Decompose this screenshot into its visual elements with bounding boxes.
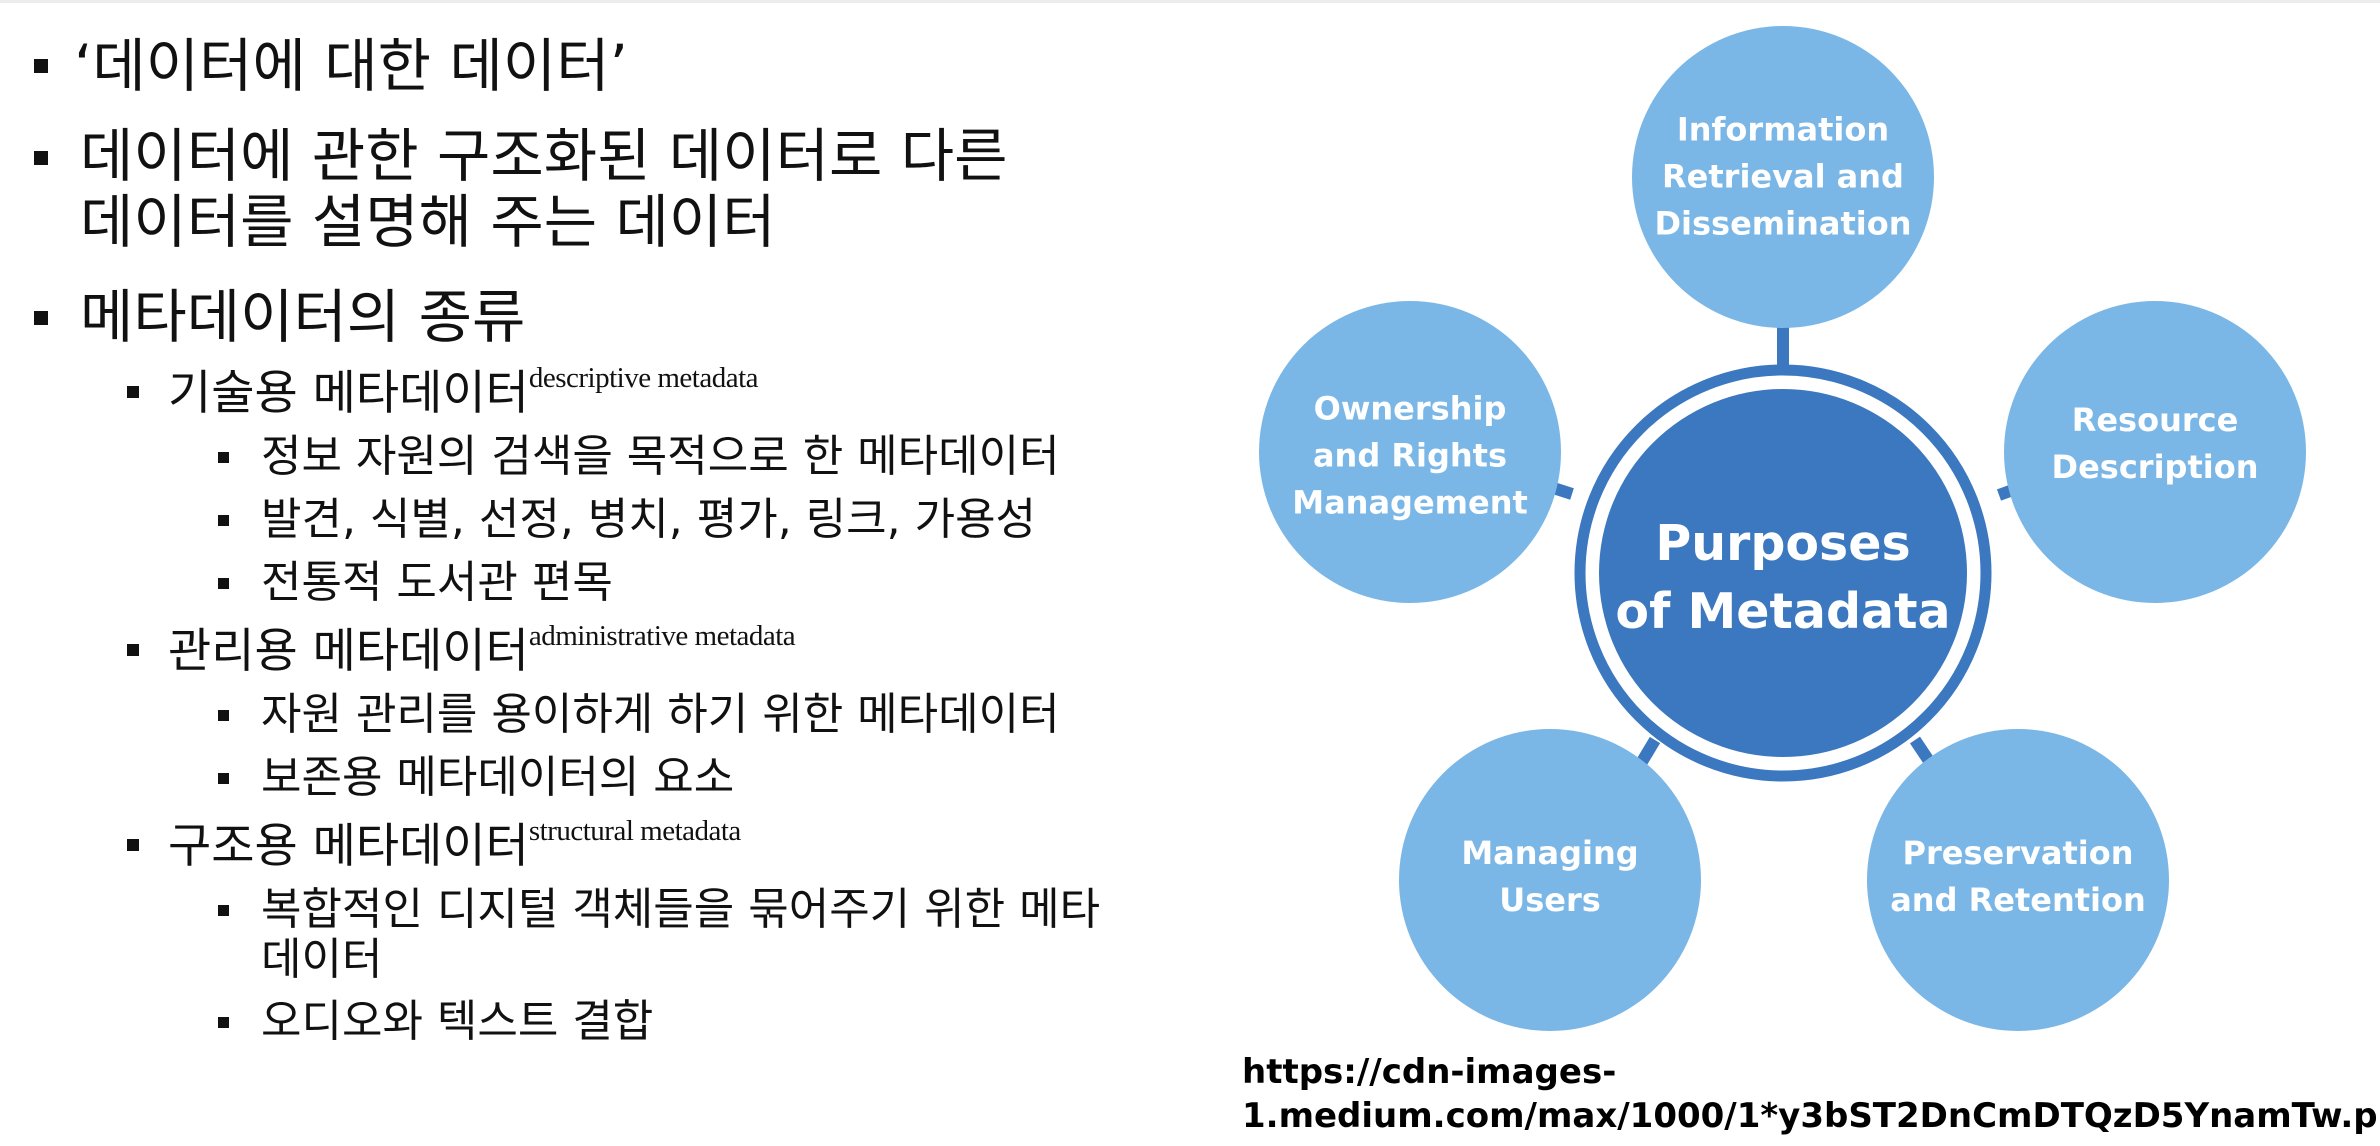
node-circle-top [1632, 26, 1934, 328]
node-label-line: Users [1499, 881, 1601, 919]
structural-item-line2: 데이터 [261, 934, 383, 985]
bullet-marker [218, 515, 229, 526]
node-circle-bottom-right [1867, 729, 2169, 1031]
descriptive-item: 정보 자원의 검색을 목적으로 한 메타데이터 [261, 431, 1060, 482]
node-label-line: Resource [2071, 401, 2239, 439]
node-label-line: Retrieval and [1662, 157, 1904, 196]
node-information-retrieval: Information Retrieval and Dissemination [1654, 107, 1911, 248]
bullet-marker [218, 452, 229, 463]
bullet-marker [218, 905, 229, 916]
descriptive-item: 발견, 식별, 선정, 병치, 평가, 링크, 가용성 [261, 494, 1037, 545]
purposes-diagram: Purposes of Metadata Information Retriev… [1255, 20, 2325, 1040]
type-descriptive-label: 기술용 메타데이터 [168, 366, 529, 421]
node-managing-users: Managing Users [1461, 830, 1638, 924]
administrative-item: 자원 관리를 용이하게 하기 위한 메타데이터 [261, 689, 1060, 740]
node-preservation-retention: Preservation and Retention [1890, 830, 2146, 924]
bullet-marker [218, 773, 229, 784]
type-administrative-label: 관리용 메타데이터 [168, 624, 529, 679]
purposes-diagram-graphic [1259, 26, 2306, 1031]
node-label-line: Management [1292, 483, 1528, 522]
bullet-marker [127, 386, 139, 398]
node-circle-bottom-left [1399, 729, 1701, 1031]
node-label-line: Ownership [1313, 389, 1507, 428]
center-label: Purposes of Metadata [1615, 510, 1950, 646]
center-label-line2: of Metadata [1615, 583, 1951, 640]
node-ownership-rights: Ownership and Rights Management [1292, 386, 1528, 527]
type-structural: 구조용 메타데이터structural metadata [168, 817, 741, 875]
bullet-marker [34, 311, 48, 325]
bullet-marker [218, 1017, 229, 1028]
node-label-line: Description [2051, 448, 2259, 486]
top-divider [0, 0, 2380, 3]
type-structural-english: structural metadata [528, 815, 741, 847]
type-administrative-english: administrative metadata [528, 620, 796, 652]
bullet-marker [218, 710, 229, 721]
node-label-line: Information [1676, 110, 1890, 149]
node-label-line: Managing [1461, 834, 1639, 872]
node-label-line: and Retention [1890, 881, 2146, 919]
source-url[interactable]: https://cdn-images- 1.medium.com/max/100… [1242, 1052, 2380, 1136]
center-label-line1: Purposes [1655, 515, 1911, 572]
bullet-description-line2: 데이터를 설명해 주는 데이터 [80, 188, 776, 256]
bullet-marker [127, 839, 139, 851]
descriptive-item: 전통적 도서관 편목 [261, 557, 613, 608]
administrative-item: 보존용 메타데이터의 요소 [261, 752, 735, 803]
center-circle [1599, 389, 1967, 757]
type-structural-label: 구조용 메타데이터 [168, 819, 529, 874]
node-circle-right [2004, 301, 2306, 603]
node-label-line: and Rights [1312, 436, 1508, 475]
bullet-types-heading: 메타데이터의 종류 [80, 283, 526, 351]
type-descriptive-english: descriptive metadata [528, 362, 759, 394]
node-circle-left [1259, 301, 1561, 603]
type-descriptive: 기술용 메타데이터descriptive metadata [168, 362, 759, 422]
bullet-definition: ‘데이터에 대한 데이터’ [74, 32, 628, 100]
type-administrative: 관리용 메타데이터administrative metadata [168, 620, 796, 680]
bullet-marker [218, 578, 229, 589]
bullet-marker [34, 59, 48, 73]
bullet-marker [34, 151, 48, 165]
node-label-line: Preservation [1902, 834, 2134, 872]
structural-item-line1: 복합적인 디지털 객체들을 묶어주기 위한 메타 [261, 884, 1101, 935]
node-resource-description: Resource Description [2052, 397, 2259, 491]
structural-item: 오디오와 텍스트 결합 [261, 996, 654, 1047]
bullet-marker [127, 644, 139, 656]
bullet-description-line1: 데이터에 관한 구조화된 데이터로 다른 [80, 122, 1008, 190]
node-label-line: Dissemination [1654, 204, 1912, 243]
